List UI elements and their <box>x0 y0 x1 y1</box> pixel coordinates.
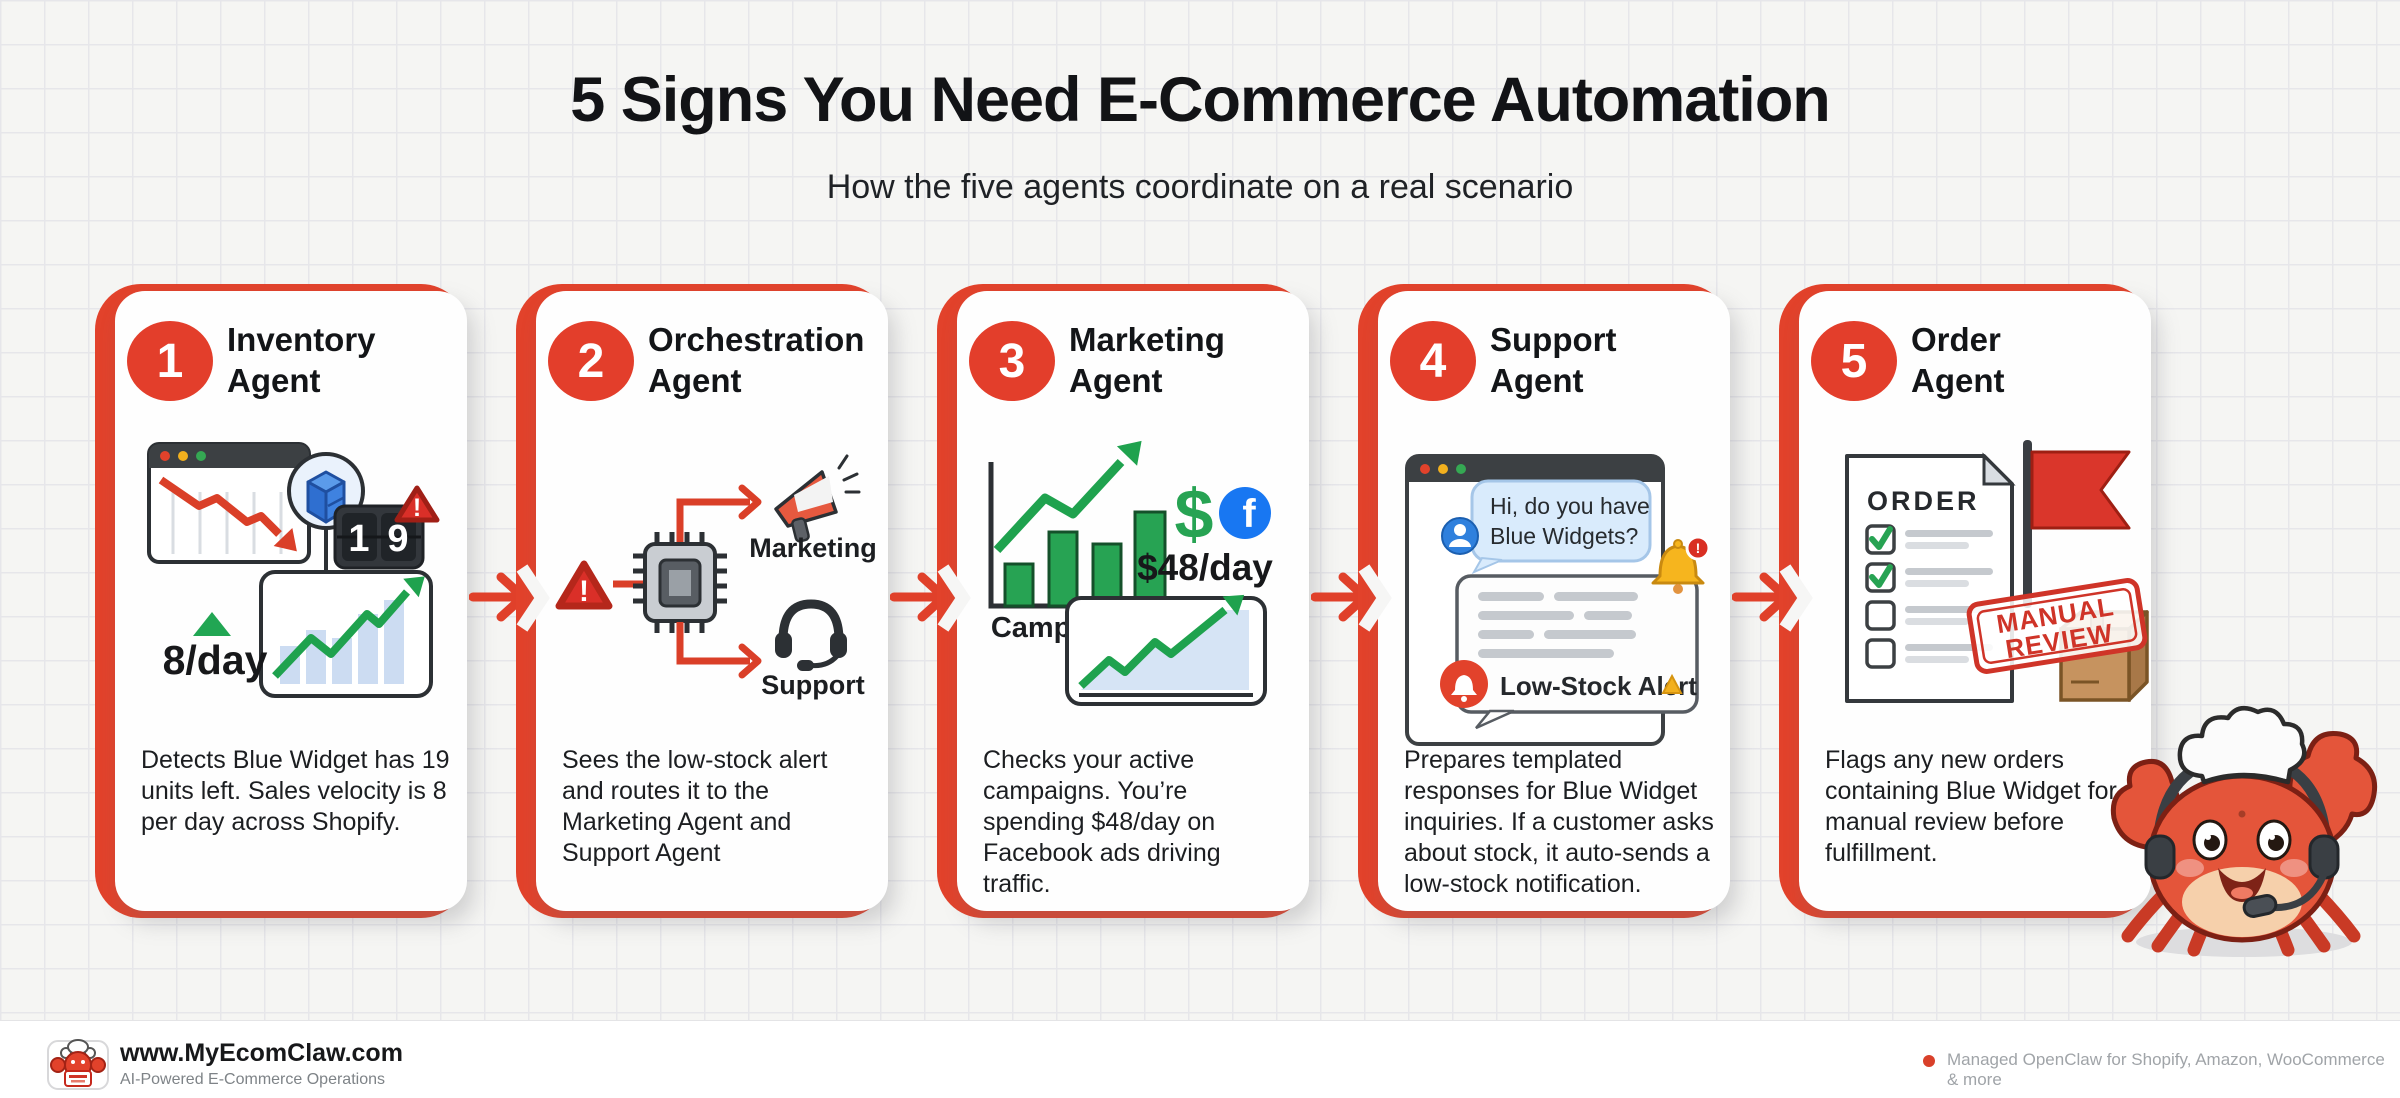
routing-lines <box>676 498 750 665</box>
inventory-illustration: 1 9 ! <box>115 414 467 749</box>
red-dot-icon <box>160 451 170 461</box>
card-description: Detects Blue Widget has 19 units left. S… <box>141 746 450 836</box>
cpu-chip-icon <box>633 532 727 633</box>
counter-digit: 9 <box>387 518 408 560</box>
orchestration-illustration: ! <box>536 414 888 749</box>
green-dot-icon <box>1456 464 1466 474</box>
ear-cup <box>2308 834 2340 880</box>
site-url: www.MyEcomClaw.com <box>120 1039 403 1067</box>
crab-mouth <box>2218 868 2266 902</box>
chat-bubble: Hi, do you have Blue Widgets? <box>1470 479 1652 575</box>
text-placeholder-lines <box>1478 592 1638 658</box>
chevron-notch-icon <box>516 564 550 632</box>
megaphone-icon <box>774 454 861 543</box>
headset-icon <box>775 599 847 671</box>
crab-eyes <box>2192 810 2292 861</box>
step-number-badge: 4 <box>1390 321 1476 401</box>
counter-digit: 1 <box>348 518 369 560</box>
manual-review-stamp: MANUAL REVIEW <box>1966 578 2148 674</box>
dollar-icon: $ <box>1175 475 1214 553</box>
card-description: Sees the low-stock alert and routes it t… <box>562 746 828 867</box>
order-illustration: ORDER <box>1799 414 2151 749</box>
footer-bar: www.MyEcomClaw.com AI-Powered E-Commerce… <box>0 1020 2400 1098</box>
crab-logo-icon <box>47 1039 109 1090</box>
spend-label: $48/day <box>1137 547 1273 588</box>
branch-label: Marketing <box>749 533 877 563</box>
agent-card-inventory: 1 Inventory Agent <box>95 284 467 918</box>
notification-bell-icon: ! <box>1651 535 1711 594</box>
trend-down-arrow-icon <box>158 476 297 552</box>
marketing-illustration: Campaigns $ f $48/day <box>957 414 1309 749</box>
card-description: Prepares templated responses for Blue Wi… <box>1404 746 1714 898</box>
bullet-dot-icon <box>1923 1055 1935 1067</box>
footer-note: Managed OpenClaw for Shopify, Amazon, Wo… <box>1947 1050 2385 1089</box>
svg-text:!: ! <box>579 575 589 608</box>
yellow-dot-icon <box>1438 464 1448 474</box>
page-subtitle: How the five agents coordinate on a real… <box>826 168 1574 206</box>
step-number: 5 <box>1840 334 1868 388</box>
ear-cup <box>2144 834 2176 880</box>
step-number: 1 <box>156 334 184 388</box>
facebook-icon: f <box>1219 487 1271 539</box>
svg-text:f: f <box>1242 492 1256 536</box>
doc-title: ORDER <box>1867 486 1980 516</box>
agent-card-order: 5 Order Agent ORDER <box>1779 284 2151 918</box>
card-description: Flags any new orders containing Blue Wid… <box>1825 746 2117 867</box>
green-dot-icon <box>196 451 206 461</box>
yellow-dot-icon <box>178 451 188 461</box>
chevron-notch-icon <box>937 564 971 632</box>
chevron-notch-icon <box>1779 564 1813 632</box>
agent-card-orchestration: 2 Orchestration Agent ! <box>516 284 888 918</box>
support-illustration: Hi, do you have Blue Widgets? <box>1378 414 1730 749</box>
checkbox-rows <box>1865 524 1993 669</box>
svg-text:!: ! <box>413 494 421 522</box>
flag-pole <box>2023 440 2032 608</box>
alert-label: Low-Stock Alert <box>1500 671 1697 701</box>
sales-chart-icon <box>259 570 433 698</box>
up-triangle-icon <box>193 612 231 636</box>
card-title: Marketing Agent <box>1069 321 1225 399</box>
step-number: 2 <box>577 334 605 388</box>
step-number-badge: 5 <box>1811 321 1897 401</box>
chevron-notch-icon <box>1358 564 1392 632</box>
cheek <box>2176 859 2204 877</box>
step-number: 3 <box>998 334 1026 388</box>
alert-bell-badge-icon <box>1440 660 1488 708</box>
chat-message-line: Hi, do you have <box>1490 493 1650 519</box>
cheek <box>2280 859 2308 877</box>
card-title: Inventory Agent <box>227 321 376 399</box>
customer-avatar-icon <box>1441 517 1479 555</box>
crab-mascot <box>2106 696 2378 964</box>
page-title: 5 Signs You Need E-Commerce Automation <box>570 65 1831 135</box>
alert-triangle-icon: ! <box>555 560 613 610</box>
card-title: Support Agent <box>1490 321 1617 399</box>
step-number: 4 <box>1419 334 1447 388</box>
notification-panel: Low-Stock Alert <box>1455 574 1699 730</box>
arrowhead-icon <box>738 484 762 520</box>
footer-tagline: AI-Powered E-Commerce Operations <box>120 1071 385 1088</box>
chat-message-line: Blue Widgets? <box>1490 523 1638 549</box>
arrowhead-icon <box>738 643 762 679</box>
growth-arrow-icon <box>993 458 1125 554</box>
chef-hat-icon <box>2177 705 2307 785</box>
mic-capsule <box>2242 894 2278 918</box>
red-dot-icon <box>1420 464 1430 474</box>
trend-up-line-icon <box>272 589 411 679</box>
step-number-badge: 1 <box>127 321 213 401</box>
browser-window-icon <box>147 442 311 564</box>
card-title: Orchestration Agent <box>648 321 865 399</box>
step-number-badge: 3 <box>969 321 1055 401</box>
alert-triangle-icon: ! <box>394 485 440 523</box>
agent-card-marketing: 3 Marketing Agent <box>937 284 1309 918</box>
velocity-label: 8/day <box>163 637 268 683</box>
agent-card-support: 4 Support Agent Hi, do you have <box>1358 284 1730 918</box>
warning-triangle-icon <box>1661 673 1683 694</box>
traffic-chart-icon <box>1065 594 1267 706</box>
card-description: Checks your active campaigns. You’re spe… <box>983 746 1221 898</box>
branch-label: Support <box>761 670 864 700</box>
svg-text:!: ! <box>1696 540 1701 556</box>
red-flag-icon <box>2030 450 2131 530</box>
card-title: Order Agent <box>1911 321 2005 399</box>
step-number-badge: 2 <box>548 321 634 401</box>
